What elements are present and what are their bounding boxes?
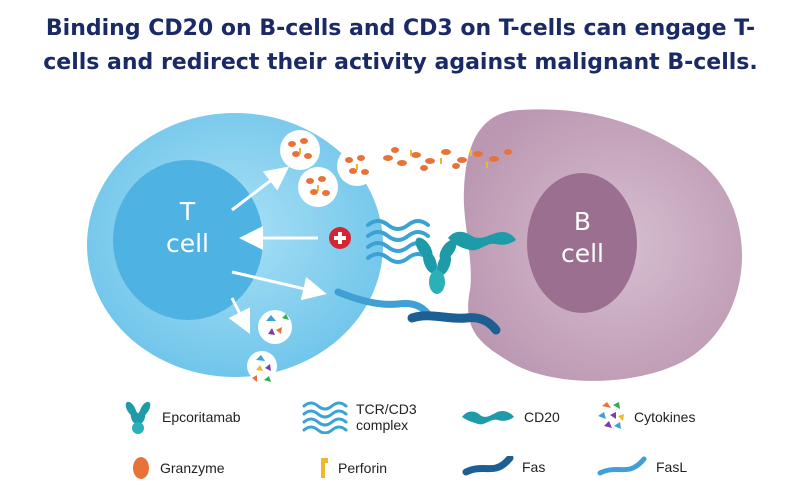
fas-icon [462, 456, 514, 476]
activation-plus-icon [329, 227, 351, 249]
arrow-to-cytokines [228, 297, 251, 335]
cd20-icon [462, 411, 514, 425]
fasl-icon [597, 456, 647, 476]
legend-item-cytokines: Cytokines [596, 402, 695, 432]
diagram-title: Binding CD20 on B-cells and CD3 on T-cel… [0, 12, 801, 80]
signal-arrows [228, 166, 327, 335]
legend-label-fas: Fas [522, 459, 546, 475]
legend-item-fas: Fas [462, 456, 545, 478]
tcr-cd3-complex-icon [302, 401, 348, 434]
fasl-ligand [334, 288, 432, 318]
legend-item-tcr-cd3: TCR/CD3 complex [302, 400, 417, 434]
legend-item-granzyme: Granzyme [130, 456, 225, 480]
cd20-receptor [448, 231, 516, 251]
legend-label-tcr-line2: complex [356, 417, 409, 433]
legend-item-fasl: FasL [596, 456, 687, 478]
b-cell-label: B cell [535, 206, 630, 270]
legend-label-granzyme: Granzyme [160, 460, 225, 476]
legend-item-perforin: Perforin [316, 456, 387, 480]
title-line-1: Binding CD20 on B-cells and CD3 on T-cel… [45, 16, 756, 41]
epcoritamab-icon [125, 401, 151, 434]
legend-label-fasl: FasL [656, 459, 688, 475]
legend-label-tcr-cd3: TCR/CD3 complex [356, 401, 417, 433]
b-cell-label-line1: B [573, 207, 592, 236]
granzyme-icon [133, 457, 149, 479]
legend-label-cd20: CD20 [524, 409, 560, 425]
cytokines-icon [598, 402, 624, 429]
cytokine-vesicles [247, 310, 292, 382]
t-cell-nucleus [113, 160, 263, 320]
legend-item-cd20: CD20 [460, 408, 560, 426]
perforin-icon [321, 458, 328, 478]
legend-label-tcr-line1: TCR/CD3 [356, 401, 417, 417]
arrow-to-granules [231, 166, 290, 212]
legend-label-cytokines: Cytokines [634, 409, 696, 425]
legend-label-epcoritamab: Epcoritamab [162, 409, 241, 425]
t-cell-label-line1: T [179, 197, 196, 226]
legend-label-perforin: Perforin [338, 460, 388, 476]
fas-receptor [407, 311, 501, 335]
released-granules [383, 147, 512, 171]
granzyme-vesicles [280, 130, 377, 207]
t-cell-label: T cell [140, 196, 235, 260]
arrow-to-fasl [231, 270, 327, 301]
b-cell-nucleus [527, 173, 637, 313]
b-cell-label-line2: cell [560, 239, 605, 268]
title-line-2: cells and redirect their activity agains… [43, 50, 758, 75]
legend-item-epcoritamab: Epcoritamab [122, 400, 241, 434]
t-cell-label-line2: cell [165, 229, 210, 258]
epcoritamab-antibody [415, 237, 457, 294]
